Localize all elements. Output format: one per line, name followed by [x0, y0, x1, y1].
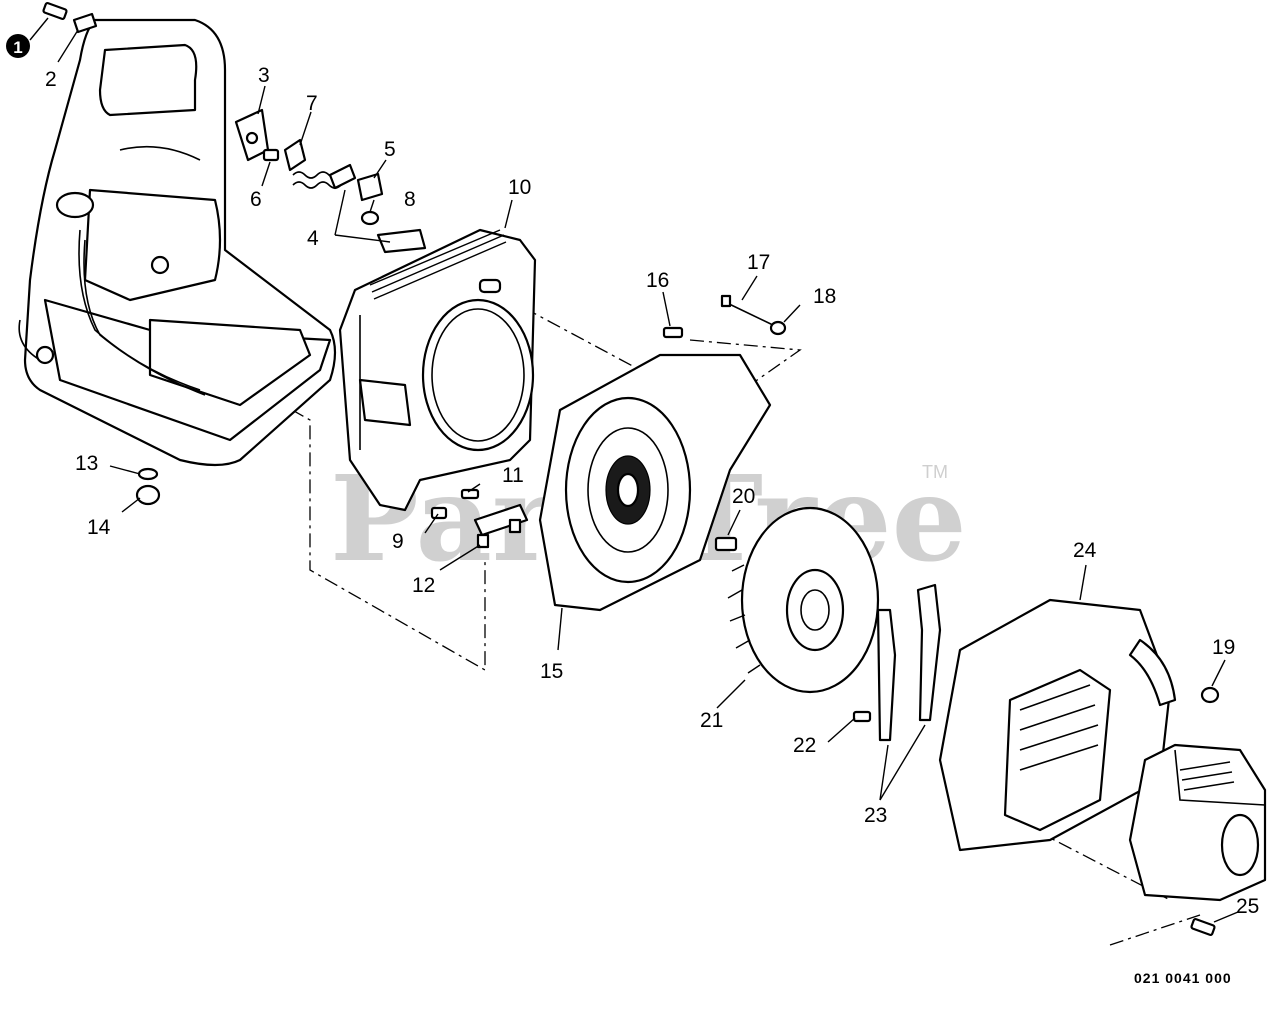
callout-label-18: 18: [813, 285, 836, 308]
assembly-dash-lines: [149, 294, 1201, 946]
plate-part-4a: [328, 163, 357, 190]
rear-cover-part-10: [338, 228, 537, 512]
callout-label-24: 24: [1073, 539, 1097, 562]
callout-label-9: 9: [392, 530, 404, 553]
bracket-part-12: [473, 503, 529, 549]
screw-part-1: [42, 2, 68, 20]
callout-label-16: 16: [646, 269, 669, 292]
bracket-part-23a: [876, 608, 897, 742]
screw-part-22: [852, 710, 872, 723]
callout-badge-1: [6, 34, 30, 58]
washer-part-8: [360, 210, 380, 226]
callout-label-12: 12: [412, 574, 435, 597]
backpack-frame: [18, 18, 337, 467]
engine-block: [1128, 743, 1267, 902]
callout-label-21: 21: [700, 709, 723, 732]
bolt-part-17: [720, 294, 776, 327]
callout-label-3: 3: [258, 64, 270, 87]
leader-lines: [29, 17, 1239, 923]
callout-label-20: 20: [732, 485, 755, 508]
washer-part-2: [72, 12, 98, 34]
washer-part-18: [769, 320, 787, 336]
callout-label-7: 7: [306, 92, 318, 115]
callout-label-19: 19: [1212, 636, 1235, 659]
callout-label-23: 23: [864, 804, 887, 827]
callout-label-22: 22: [793, 734, 816, 757]
callout-label-15: 15: [540, 660, 563, 683]
callout-label-4: 4: [307, 227, 319, 250]
watermark-trademark: TM: [922, 462, 948, 482]
nut-part-19: [1200, 686, 1220, 704]
callout-label-6: 6: [250, 188, 262, 211]
callout-label-14: 14: [87, 516, 111, 539]
bracket-part-3: [234, 108, 270, 162]
callout-label-25: 25: [1236, 895, 1259, 918]
bolt-part-25: [1190, 918, 1216, 936]
callout-label-17: 17: [747, 251, 770, 274]
bracket-part-23b: [916, 583, 942, 722]
screw-part-6: [262, 148, 280, 162]
callout-label-5: 5: [384, 138, 396, 161]
screw-part-9: [430, 506, 448, 520]
callout-label-11: 11: [502, 464, 524, 487]
callout-label-2: 2: [45, 68, 57, 91]
clip-part-5: [356, 172, 384, 202]
callout-label-10: 10: [508, 176, 531, 199]
plate-part-4b: [376, 228, 427, 254]
callout-label-13: 13: [75, 452, 98, 475]
fan-part-21: [727, 506, 880, 694]
bolt-part-20: [714, 536, 738, 552]
blower-case-part-24: [938, 598, 1177, 852]
nut-part-14: [135, 484, 161, 506]
washer-part-13: [137, 467, 159, 481]
screw-part-16: [662, 326, 684, 339]
callout-label-8: 8: [404, 188, 416, 211]
diagram-reference-code: 021 0041 000: [1134, 970, 1232, 986]
callout-label-1: 1: [13, 38, 22, 57]
fan-case-part-15: [538, 353, 772, 612]
